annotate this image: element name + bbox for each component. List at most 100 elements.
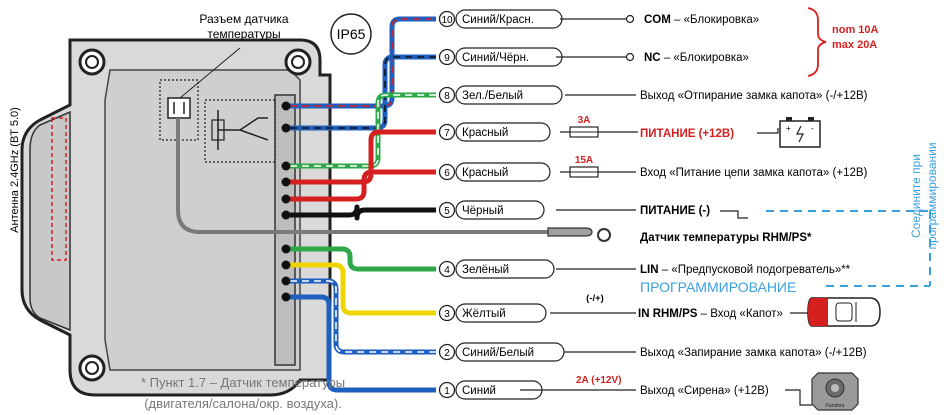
pin-label-box: [455, 85, 563, 105]
pin-color-label: Зелёный: [462, 264, 509, 276]
max-current: max 20A: [832, 39, 877, 51]
pin-number-badge: [438, 304, 456, 322]
pin-color-label: Красный: [462, 127, 508, 139]
temp-sensor-label: Датчик температуры RHM/PS*: [640, 232, 812, 244]
svg-text:-: -: [811, 124, 814, 133]
in-label: IN RHM/PS – Вход «Капот»: [638, 308, 783, 320]
pin-dot-1: [281, 292, 291, 302]
pin-label-box: [455, 122, 551, 142]
pin-label-5: 5 Чёрный: [438, 200, 545, 220]
wire-group: [281, 16, 436, 393]
pin-label-box: [455, 259, 555, 279]
programming-side-2: программировании: [925, 142, 939, 249]
nc-label: NC – «Блокировка»: [644, 52, 749, 64]
pin-color-label: Синий/Белый: [462, 347, 534, 359]
battery-icon: + -: [779, 117, 821, 148]
alarm-module: [20, 38, 611, 397]
wire-4: [290, 246, 436, 272]
pin-number: 5: [444, 206, 450, 217]
wire-stripe-2: [290, 280, 436, 353]
ground-icon: [720, 210, 748, 219]
pin-number-badge: [438, 343, 456, 361]
pin-number: 2: [444, 348, 450, 359]
svg-text:+: +: [786, 124, 791, 133]
pin-color-label: Жёлтый: [462, 308, 506, 320]
pin-number: 1: [444, 386, 450, 397]
pin-number: 3: [444, 309, 450, 320]
programming-side-1: Соедините при: [909, 154, 923, 238]
pin-label-box: [455, 303, 547, 323]
siren-icon: Pandora: [811, 372, 859, 411]
sensor-ring-icon: [597, 228, 611, 242]
mount-hole-icon: [284, 48, 312, 76]
siren-brand: Pandora: [826, 403, 845, 409]
pin-color-label: Красный: [462, 167, 508, 179]
pin-number-badge: [438, 10, 456, 28]
pin-dot-6: [281, 194, 291, 204]
pin-number-badge: [438, 86, 456, 104]
pin-number-badge: [438, 381, 456, 399]
pin-dot-4: [281, 244, 291, 254]
pin-dot-9: [281, 123, 291, 133]
lin-label: LIN – «Предпусковой подогреватель»**: [640, 264, 851, 276]
footnote-line2: (двигателя/салона/окр. воздуха).: [144, 396, 342, 411]
antenna-outline: [51, 117, 67, 261]
pin-color-label: Синий: [462, 385, 496, 397]
pin-color-label: Синий/Чёрн.: [462, 52, 529, 64]
pin-color-label: Синий/Красн.: [462, 14, 534, 26]
wire-5: [290, 204, 436, 221]
wire-1: [290, 294, 436, 393]
pin-number-badge: [438, 163, 456, 181]
temp-sensor-cable: [176, 118, 560, 234]
power-plus-label: ПИТАНИЕ (+12В): [640, 128, 734, 140]
pin-number: 8: [444, 91, 450, 102]
sensor-label-line2: температуры: [207, 27, 280, 41]
brace: [807, 7, 827, 77]
pin-label-6: 6 Красный: [438, 162, 551, 182]
pin-number: 9: [444, 53, 450, 64]
nom-current: nom 10A: [832, 24, 879, 36]
pin-dot-7: [281, 177, 291, 187]
hood-lock-power-label: Вход «Питание цепи замка капота» (+12В): [640, 167, 868, 179]
pin-number-badge: [438, 123, 456, 141]
pin-number-badge: [438, 260, 456, 278]
pin-number-badge: [438, 201, 456, 219]
pin-dot-3: [281, 260, 291, 270]
outputs: COM – «Блокировка» NC – «Блокировка» nom…: [520, 7, 939, 411]
pin-number: 10: [441, 15, 453, 26]
hood-unlock-label: Выход «Отпирание замка капота» (-/+12В): [640, 90, 868, 102]
ip-rating-badge: [330, 13, 372, 55]
com-label: COM – «Блокировка»: [644, 14, 759, 26]
pin-label-9: 9 Синий/Чёрн.: [438, 47, 563, 67]
wire-3: [290, 262, 436, 316]
footnote-line1: * Пункт 1.7 – Датчик температуры: [141, 375, 345, 390]
pin-number: 4: [444, 265, 450, 276]
pin-number-badge: [438, 48, 456, 66]
fuse-15a-label: 15A: [575, 155, 593, 166]
pin-label-box: [455, 200, 545, 220]
pin-label-8: 8 Зел./Белый: [438, 85, 563, 105]
pin-number: 6: [444, 168, 450, 179]
relay-box: [204, 99, 276, 163]
pin-color-label: Чёрный: [462, 205, 504, 217]
sensor-label-line1: Разъем датчика: [199, 12, 289, 26]
pin-label-4: 4 Зелёный: [438, 259, 555, 279]
siren-current: 2A (+12V): [576, 375, 621, 386]
mount-hole-icon: [78, 48, 106, 76]
pin-color-label: Зел./Белый: [462, 90, 523, 102]
pin-label-2: 2 Синий/Белый: [438, 342, 565, 362]
fuse-3a-label: 3A: [578, 115, 591, 126]
hood-lock-out-label: Выход «Запирание замка капота» (-/+12В): [640, 347, 867, 359]
pin-label-3: 3 Жёлтый: [438, 303, 547, 323]
pin-label-box: [455, 162, 551, 182]
pin-label-10: 10 Синий/Красн.: [438, 9, 563, 29]
wire-6: [290, 169, 436, 202]
ip-rating-text: IP65: [337, 26, 366, 42]
antenna-label: Антенна 2.4GHz (BT 5.0): [9, 107, 21, 233]
pin-label-1: 1 Синий: [438, 380, 543, 400]
car-hood-icon: [807, 297, 881, 327]
pin-dot-5: [281, 210, 291, 220]
pin-number: 7: [444, 128, 450, 139]
